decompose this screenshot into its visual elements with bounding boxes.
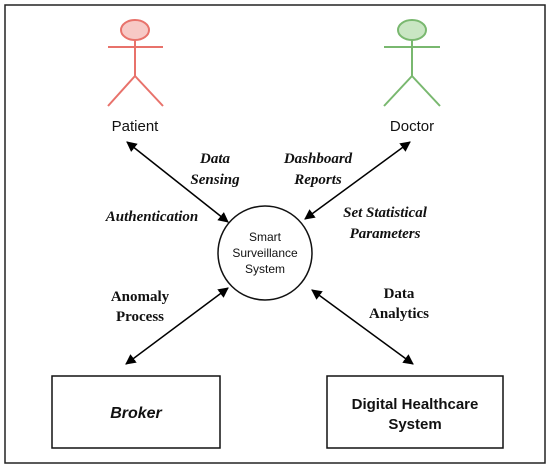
edge-label-data: Data [199,151,231,167]
process-label-line-2: Surveillance [232,246,298,260]
edge-label-set-statistical: Set Statistical [343,205,428,221]
doctor-head [397,19,427,41]
edge-label-dashboard: Dashboard [283,151,353,167]
edge-label-anomaly: Anomaly [111,289,170,305]
broker-box [51,375,221,449]
broker-label: Broker [110,405,162,422]
patient-head [120,19,150,41]
edge-label-parameters: Parameters [350,226,421,242]
edge-label-process: Process [116,309,164,325]
doctor-label: Doctor [390,118,434,135]
patient-actor-icon [107,19,164,107]
process-label-line-3: System [245,262,285,276]
doctor-actor-icon [383,19,441,107]
healthcare-label-line-1: Digital Healthcare [352,396,479,413]
edge-label-sensing: Sensing [190,172,240,188]
edge-label-data-2: Data [384,286,415,302]
patient-flow-arrow [126,141,229,223]
doctor-flow-arrow [304,141,411,220]
edge-label-authentication: Authentication [105,209,199,225]
process-label-line-1: Smart [249,230,282,244]
healthcare-flow-arrow [311,289,414,365]
edge-label-reports: Reports [293,172,342,188]
smart-surveillance-process [217,205,313,301]
healthcare-system-box [326,375,504,449]
healthcare-label-line-2: System [388,416,441,433]
patient-label: Patient [112,118,160,135]
broker-flow-arrow [125,287,229,365]
edge-label-analytics: Analytics [369,306,429,322]
